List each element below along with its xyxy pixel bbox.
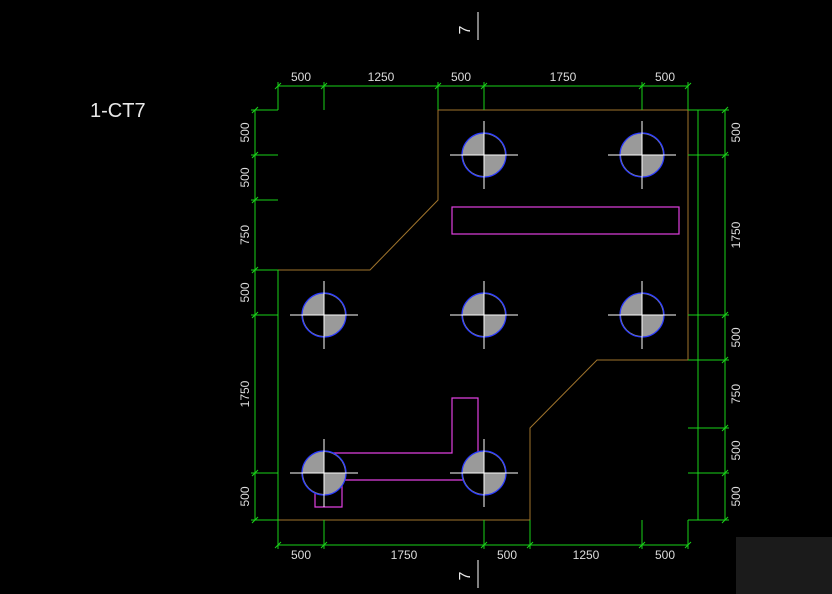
- dim-label-top: 500: [451, 70, 471, 84]
- dim-label-right: 500: [729, 122, 743, 142]
- pile-quadrant: [303, 473, 324, 494]
- pile-quadrant: [324, 294, 345, 315]
- pile-6: [290, 439, 358, 507]
- pile-5: [608, 281, 676, 349]
- dim-label-right: 750: [729, 384, 743, 404]
- dim-label-right: 500: [729, 440, 743, 460]
- dim-label-bottom: 500: [655, 548, 675, 562]
- corner-panel: [736, 537, 832, 594]
- dim-label-left: 500: [238, 167, 252, 187]
- dim-label-left: 750: [238, 225, 252, 245]
- pile-quadrant: [303, 315, 324, 336]
- pile-4: [450, 281, 518, 349]
- dim-label-left: 500: [238, 486, 252, 506]
- dim-label-left: 500: [238, 122, 252, 142]
- dim-label-right: 500: [729, 486, 743, 506]
- pile-quadrant: [463, 473, 484, 494]
- dim-label-left: 1750: [238, 380, 252, 407]
- dim-label-bottom: 1750: [391, 548, 418, 562]
- pile-quadrant: [484, 294, 505, 315]
- dimension-lines: [251, 82, 729, 549]
- dim-label-top: 500: [291, 70, 311, 84]
- dim-label-top: 500: [655, 70, 675, 84]
- section-mark-bottom: 7: [457, 560, 479, 588]
- dim-label-right: 500: [729, 327, 743, 347]
- section-mark-top-label: 7: [457, 25, 474, 34]
- pile-quadrant: [463, 155, 484, 176]
- pile-3: [290, 281, 358, 349]
- pile-quadrant: [484, 134, 505, 155]
- dim-label-right: 1750: [729, 221, 743, 248]
- dim-label-top: 1750: [550, 70, 577, 84]
- pile-quadrant: [621, 315, 642, 336]
- dim-label-bottom: 500: [291, 548, 311, 562]
- pile-quadrant: [463, 315, 484, 336]
- pile-7: [450, 439, 518, 507]
- pile-quadrant: [621, 155, 642, 176]
- dim-label-left: 500: [238, 282, 252, 302]
- dim-label-bottom: 500: [497, 548, 517, 562]
- pile-2: [608, 121, 676, 189]
- drawing-title: 1-CT7: [90, 100, 146, 122]
- dim-label-top: 1250: [368, 70, 395, 84]
- dimension-labels: 500 1250 500 1750 500 500 1750 500 1250 500 500 500…: [238, 70, 743, 562]
- pile-quadrant: [642, 134, 663, 155]
- section-mark-bottom-label: 7: [457, 571, 474, 580]
- pile-quadrant: [324, 452, 345, 473]
- dim-label-bottom: 1250: [573, 548, 600, 562]
- section-mark-top: 7: [457, 12, 479, 40]
- pile-quadrant: [642, 294, 663, 315]
- pile-1: [450, 121, 518, 189]
- opening-l-shape: [314, 397, 479, 508]
- pile-quadrant: [484, 452, 505, 473]
- opening-top: [451, 206, 680, 235]
- pile-group: [290, 121, 676, 507]
